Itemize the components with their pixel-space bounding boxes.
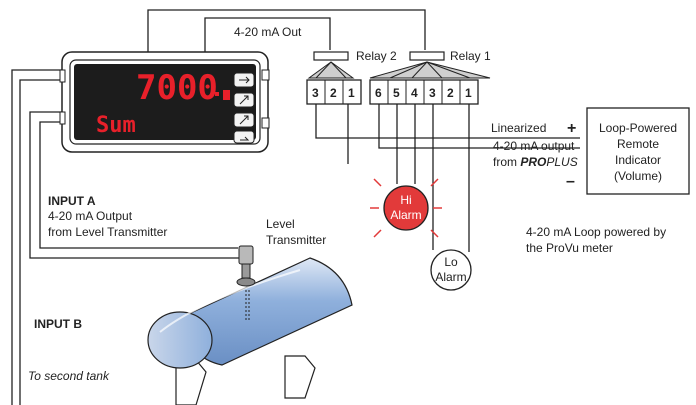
meter-display-text: Sum [96,113,136,138]
minus-sign: – [566,173,575,190]
input-a-line: 4-20 mA Output [48,209,133,223]
f3-button[interactable] [233,130,255,144]
output-line: 4-20 mA output [493,139,575,153]
relay1-terminal: 3 [429,86,436,100]
input-b-title: INPUT B [34,317,82,331]
lo-alarm-light: Lo Alarm [430,249,472,291]
hi-alarm-label: Hi [400,193,411,207]
level-transmitter [236,245,256,287]
relay1-terminal-block: 6 5 4 3 2 1 [369,79,479,105]
relay2-terminal: 3 [312,86,319,100]
relay-2 [307,51,355,79]
indicator-line: (Volume) [614,169,662,183]
lo-alarm-label: Alarm [435,270,466,284]
relay2-label: Relay 2 [356,49,397,63]
relay1-terminal: 2 [447,86,454,100]
relay1-terminal: 4 [411,86,418,100]
transmitter-label: Transmitter [266,233,326,247]
input-a-title: INPUT A [48,194,96,208]
decimal-point [215,92,219,96]
transmitter-label: Level [266,217,295,231]
relay-wires [315,104,580,252]
relay1-terminal: 1 [465,86,472,100]
arrow-up-icon [239,95,249,105]
relay2-terminal: 1 [348,86,355,100]
meter-display-value: 7000 [136,68,218,108]
f1-button[interactable] [233,92,255,108]
input-a-line: from Level Transmitter [48,225,167,239]
loop-note-line: the ProVu meter [526,241,613,255]
arrow-icon [239,115,249,125]
remote-indicator: Loop-Powered Remote Indicator (Volume) [586,107,690,195]
output-line: from PROPLUS [493,155,578,169]
relay1-label: Relay 1 [450,49,491,63]
out-label: 4-20 mA Out [234,25,302,39]
relay1-terminal: 5 [393,86,400,100]
tank-end-cap [147,311,213,369]
enter-icon [240,136,250,141]
loop-note-line: 4-20 mA Loop powered by [526,225,666,239]
second-tank-label: To second tank [28,369,110,383]
input-wires [11,69,247,405]
relay2-terminal: 2 [330,86,337,100]
unit-indicator [223,90,230,100]
plus-sign: + [567,120,576,137]
indicator-line: Loop-Powered [599,121,677,135]
relay1-terminal: 6 [375,86,382,100]
menu-icon [239,76,250,84]
relay-1 [369,51,491,79]
hi-alarm-light: Hi Alarm [370,178,442,238]
hi-alarm-label: Alarm [390,208,421,222]
storage-tank [147,257,353,405]
lo-alarm-label: Lo [444,255,458,269]
indicator-line: Indicator [615,153,661,167]
menu-button[interactable] [233,72,255,88]
f2-button[interactable] [233,112,255,128]
indicator-line: Remote [617,137,659,151]
top-wiring [147,9,426,56]
relay2-terminal-block: 3 2 1 [306,79,362,105]
output-line: Linearized [491,121,546,135]
meter: 7000 Sum [59,51,270,153]
